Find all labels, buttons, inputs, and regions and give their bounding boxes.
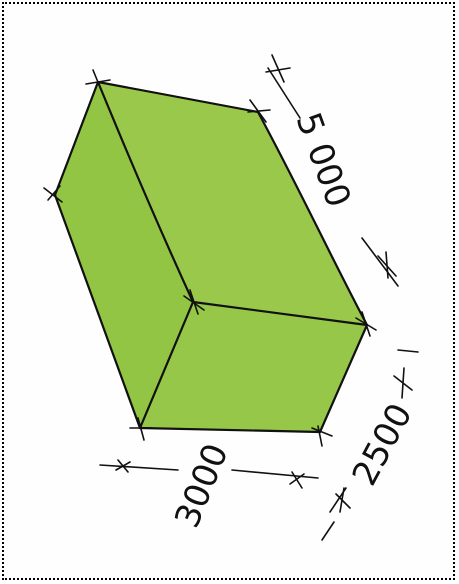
box-edge-left-upper	[53, 80, 100, 197]
tick-mark	[85, 69, 111, 93]
box-edge-inner-horizontal	[191, 300, 369, 327]
dimension-line-length	[361, 237, 399, 287]
tick-mark	[43, 185, 63, 203]
box-edge-bottom	[138, 426, 322, 434]
box-edge-right	[256, 110, 369, 327]
box-edge-left-lower	[53, 193, 142, 430]
tick-mark	[355, 311, 377, 337]
tick-mark	[247, 99, 271, 123]
box-left-face	[55, 82, 193, 428]
tick-mark	[129, 417, 153, 441]
dimension-tick	[265, 54, 291, 83]
box-top-face	[98, 82, 366, 325]
dimension-line-width	[231, 469, 319, 479]
dimension-line-height	[321, 521, 335, 541]
dimension-line-height	[397, 349, 419, 353]
dimension-label-width: 3000	[167, 438, 237, 533]
box-edge-top	[96, 80, 260, 114]
dimension-line-width	[99, 464, 179, 471]
dimension-tick	[115, 459, 131, 473]
box-front-face	[140, 302, 366, 432]
box-edge-inner-vertical	[138, 300, 195, 430]
dimension-label-height: 2500	[345, 397, 421, 492]
tick-mark	[183, 289, 205, 315]
dimension-tick	[289, 471, 305, 489]
dimension-line-length	[267, 67, 301, 119]
box-edge-bottom-right	[318, 323, 369, 434]
dimension-tick	[393, 367, 413, 399]
box-edge-inner-diagonal	[96, 80, 195, 304]
tick-mark	[311, 425, 333, 447]
dimension-tick	[335, 487, 351, 513]
dimension-tick	[377, 251, 397, 279]
